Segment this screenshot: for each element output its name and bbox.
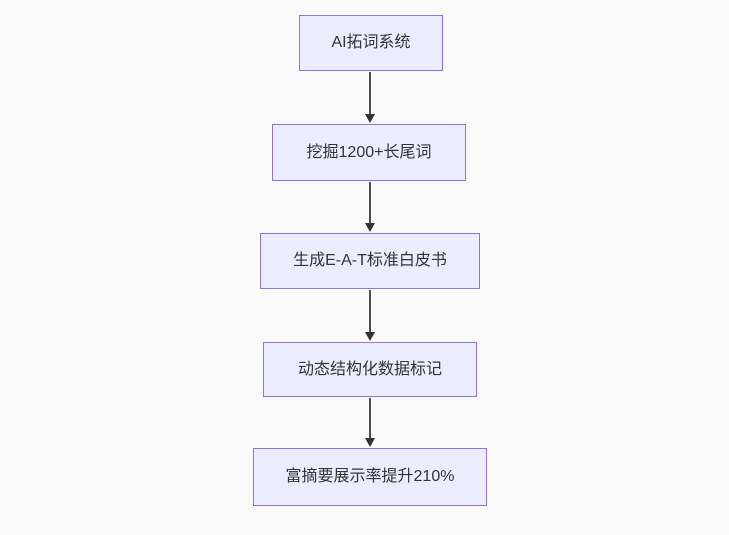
arrow-line — [369, 72, 371, 114]
flow-arrow-3 — [365, 290, 375, 341]
flow-node-structured-data: 动态结构化数据标记 — [263, 342, 477, 397]
arrow-line — [369, 290, 371, 332]
flow-arrow-4 — [365, 398, 375, 447]
flow-arrow-2 — [365, 182, 375, 232]
arrow-head-icon — [365, 438, 375, 447]
arrow-head-icon — [365, 114, 375, 123]
arrow-head-icon — [365, 332, 375, 341]
flow-node-label: AI拓词系统 — [331, 34, 411, 52]
flow-arrow-1 — [365, 72, 375, 123]
arrow-line — [369, 182, 371, 223]
flow-node-label: 富摘要展示率提升210% — [285, 468, 455, 486]
flow-node-rich-snippet-result: 富摘要展示率提升210% — [253, 448, 487, 506]
flow-node-eat-whitepaper: 生成E-A-T标准白皮书 — [260, 233, 480, 289]
arrow-head-icon — [365, 223, 375, 232]
flow-node-label: 生成E-A-T标准白皮书 — [293, 252, 447, 270]
arrow-line — [369, 398, 371, 438]
flow-node-longtail-mining: 挖掘1200+长尾词 — [272, 124, 466, 181]
flow-node-label: 动态结构化数据标记 — [297, 360, 442, 378]
flow-node-label: 挖掘1200+长尾词 — [306, 143, 432, 161]
flow-node-ai-expansion: AI拓词系统 — [299, 15, 443, 71]
